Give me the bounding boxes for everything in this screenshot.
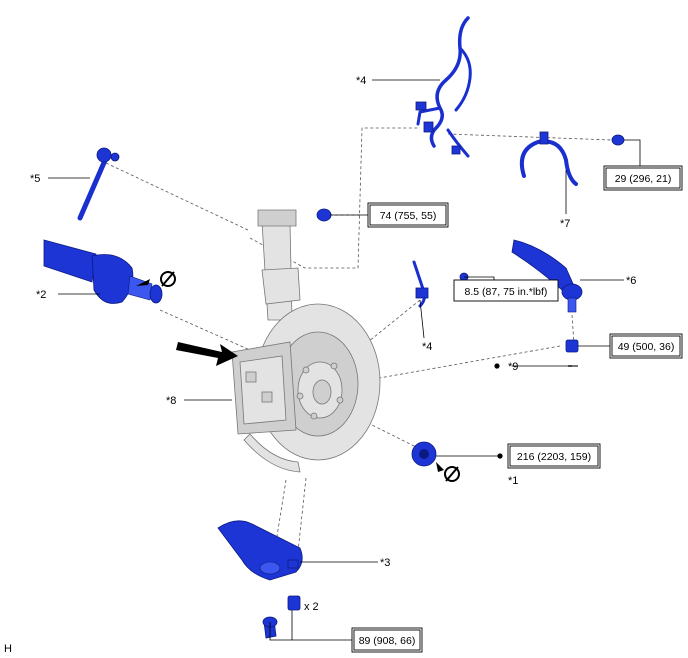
no-reuse-icon bbox=[136, 271, 176, 287]
nut-74-part bbox=[316, 208, 332, 222]
torque-value-89: 89 (908, 66) bbox=[359, 635, 416, 647]
torque-value-216: 216 (2203, 159) bbox=[517, 451, 591, 463]
part-label-3: *3 bbox=[380, 557, 390, 569]
bolt-29-part bbox=[611, 134, 625, 146]
nut-49-part bbox=[565, 339, 579, 353]
steering-knuckle-assembly bbox=[231, 209, 381, 473]
part-label-8: *8 bbox=[166, 395, 176, 407]
flexible-hose-part bbox=[519, 131, 578, 186]
torque-box-89: 89 (908, 66) bbox=[351, 627, 423, 653]
lower-ball-joint-part bbox=[217, 520, 303, 581]
torque-value-29: 29 (296, 21) bbox=[615, 173, 672, 185]
part-label-6: *6 bbox=[626, 275, 636, 287]
part-label-7: *7 bbox=[560, 218, 570, 230]
part-label-4-lower: *4 bbox=[422, 341, 432, 353]
quantity-label: x 2 bbox=[304, 601, 319, 613]
part-label-5: *5 bbox=[30, 173, 40, 185]
torque-value-74: 74 (755, 55) bbox=[380, 210, 437, 222]
corner-label: H bbox=[4, 643, 12, 655]
bullet-dot-icon bbox=[494, 363, 500, 369]
part-label-9: *9 bbox=[508, 361, 518, 373]
torque-box-49: 49 (500, 36) bbox=[609, 333, 683, 359]
part-label-4-upper: *4 bbox=[356, 75, 366, 87]
part-label-1: *1 bbox=[508, 475, 518, 487]
no-reuse-icon bbox=[436, 462, 460, 482]
speed-sensor-harness-part bbox=[415, 16, 472, 158]
torque-box-29: 29 (296, 21) bbox=[603, 165, 683, 191]
torque-box-85: 8.5 (87, 75 in.*lbf) bbox=[453, 279, 559, 302]
front-arrow-icon bbox=[176, 342, 238, 366]
torque-box-74: 74 (755, 55) bbox=[367, 202, 449, 228]
bolt-89-part bbox=[262, 595, 301, 639]
tie-rod-end-part bbox=[511, 239, 583, 313]
leader-lines bbox=[48, 79, 641, 641]
hub-nut-part bbox=[411, 441, 437, 467]
bullet-dot-icon bbox=[497, 453, 503, 459]
torque-value-85: 8.5 (87, 75 in.*lbf) bbox=[465, 286, 548, 298]
stabilizer-link-part bbox=[77, 147, 120, 221]
torque-value-49: 49 (500, 36) bbox=[618, 341, 675, 353]
torque-box-216: 216 (2203, 159) bbox=[507, 443, 601, 469]
part-label-2: *2 bbox=[36, 289, 46, 301]
